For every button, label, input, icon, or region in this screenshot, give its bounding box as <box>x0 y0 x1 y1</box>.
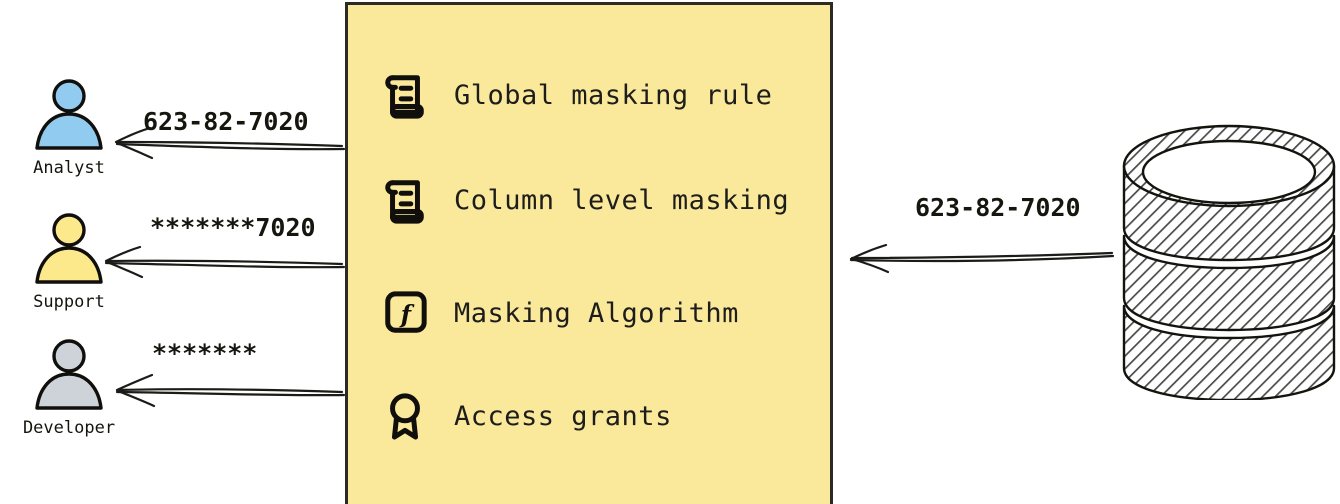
scroll-icon <box>385 75 424 119</box>
actor-label: Analyst <box>33 158 105 178</box>
person-icon <box>35 213 103 284</box>
policy-item-label: Global masking rule <box>454 79 773 111</box>
actor-analyst[interactable]: Analyst <box>10 78 128 177</box>
policy-item-label: Column level masking <box>454 184 790 216</box>
flow-value-analyst: 623-82-7020 <box>143 107 309 136</box>
function-icon: f <box>385 291 427 333</box>
arrow-left-icon-source <box>849 243 1115 274</box>
flow-value-support: *******7020 <box>150 213 316 242</box>
database-cylinder-icon[interactable] <box>1118 120 1340 400</box>
person-icon <box>35 79 103 150</box>
actor-label: Support <box>33 292 105 312</box>
actor-support[interactable]: Support <box>10 212 128 311</box>
policy-item-label: Masking Algorithm <box>454 297 739 329</box>
flow-value-source: 623-82-7020 <box>915 193 1081 222</box>
arrow-left-icon-support <box>104 245 346 279</box>
policy-item-global-masking-rule[interactable]: Global masking rule <box>382 67 772 123</box>
actor-label: Developer <box>22 418 116 438</box>
policy-panel: Global masking rule Column level masking… <box>345 2 833 504</box>
policy-item-masking-algorithm[interactable]: f Masking Algorithm <box>382 285 739 341</box>
person-icon <box>35 339 103 410</box>
award-ribbon-icon <box>390 393 420 440</box>
flow-value-developer: ******* <box>152 339 258 368</box>
svg-text:f: f <box>399 301 415 329</box>
arrow-left-icon-analyst <box>114 126 346 160</box>
actor-developer[interactable]: Developer <box>10 338 128 437</box>
policy-item-column-level-masking[interactable]: Column level masking <box>382 172 789 228</box>
scroll-icon <box>385 180 424 224</box>
arrow-left-icon-developer <box>115 373 346 408</box>
policy-item-label: Access grants <box>454 400 672 432</box>
policy-item-access-grants[interactable]: Access grants <box>382 388 672 444</box>
